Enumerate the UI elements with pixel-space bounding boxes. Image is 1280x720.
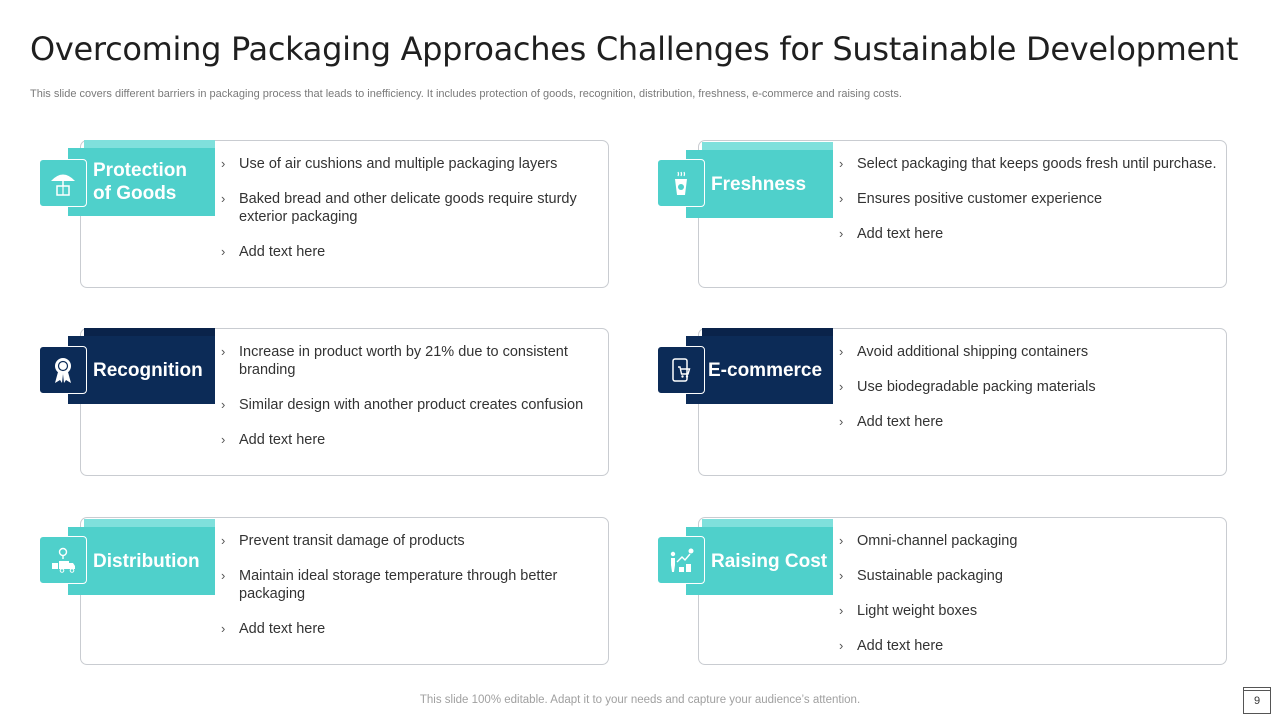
tab-e-commerce: E-commerce [686,328,833,404]
bullet-item: ›Select packaging that keeps goods fresh… [839,156,1217,172]
award-ribbon-icon [39,346,87,394]
bullet-item: ›Add text here [839,638,944,654]
bullet-item: ›Add text here [221,244,326,260]
tab-label: Distribution [93,550,200,572]
tab-raising-cost: Raising Cost [686,519,833,595]
bullet-list: ›Increase in product worth by 21% due to… [221,343,601,466]
slide-subtitle: This slide covers different barriers in … [30,88,902,100]
bullet-item: ›Baked bread and other delicate goods re… [221,191,577,225]
bullet-item: ›Add text here [221,621,326,637]
tab-distribution: Distribution [68,519,215,595]
tab-label: E-commerce [708,359,823,381]
slide-footer: This slide 100% editable. Adapt it to yo… [419,694,861,706]
bullet-item: ›Light weight boxes [839,603,978,619]
bullet-item: ›Use of air cushions and multiple packag… [221,156,558,172]
bullet-list: ›Omni-channel packaging ›Sustainable pac… [839,532,1219,672]
tab-recognition: Recognition [68,328,215,404]
bullet-item: ›Omni-channel packaging [839,533,1018,549]
slide-title: Overcoming Packaging Approaches Challeng… [30,30,1239,68]
tab-freshness: Freshness [686,142,833,218]
bullet-list: ›Prevent transit damage of products ›Mai… [221,532,601,655]
bullet-list: ›Select packaging that keeps goods fresh… [839,155,1219,260]
tab-label: Raising Cost [711,550,828,572]
bullet-item: ›Add text here [221,432,326,448]
tab-label: Protection [93,160,187,181]
bullet-item: ›Increase in product worth by 21% due to… [221,344,568,378]
bullet-item: ›Ensures positive customer experience [839,191,1103,207]
bullet-item: ›Sustainable packaging [839,568,1003,584]
bullet-list: ›Use of air cushions and multiple packag… [221,155,601,278]
rising-cost-icon [657,536,705,584]
page-number: 9 [1243,687,1271,714]
tab-label: Freshness [711,173,807,195]
mobile-cart-icon [657,346,705,394]
umbrella-box-icon [39,159,87,207]
delivery-truck-icon [39,536,87,584]
bullet-list: ›Avoid additional shipping containers ›U… [839,343,1219,448]
bullet-item: ›Maintain ideal storage temperature thro… [221,568,558,602]
bullet-item: ›Avoid additional shipping containers [839,344,1089,360]
bullet-item: ›Use biodegradable packing materials [839,379,1096,395]
bullet-item: ›Add text here [839,226,944,242]
bullet-item: ›Similar design with another product cre… [221,397,584,413]
coffee-cup-icon [657,159,705,207]
tab-label: Recognition [93,359,203,381]
bullet-item: ›Add text here [839,414,944,430]
bullet-item: ›Prevent transit damage of products [221,533,465,549]
tab-label-line2: of Goods [93,183,177,204]
